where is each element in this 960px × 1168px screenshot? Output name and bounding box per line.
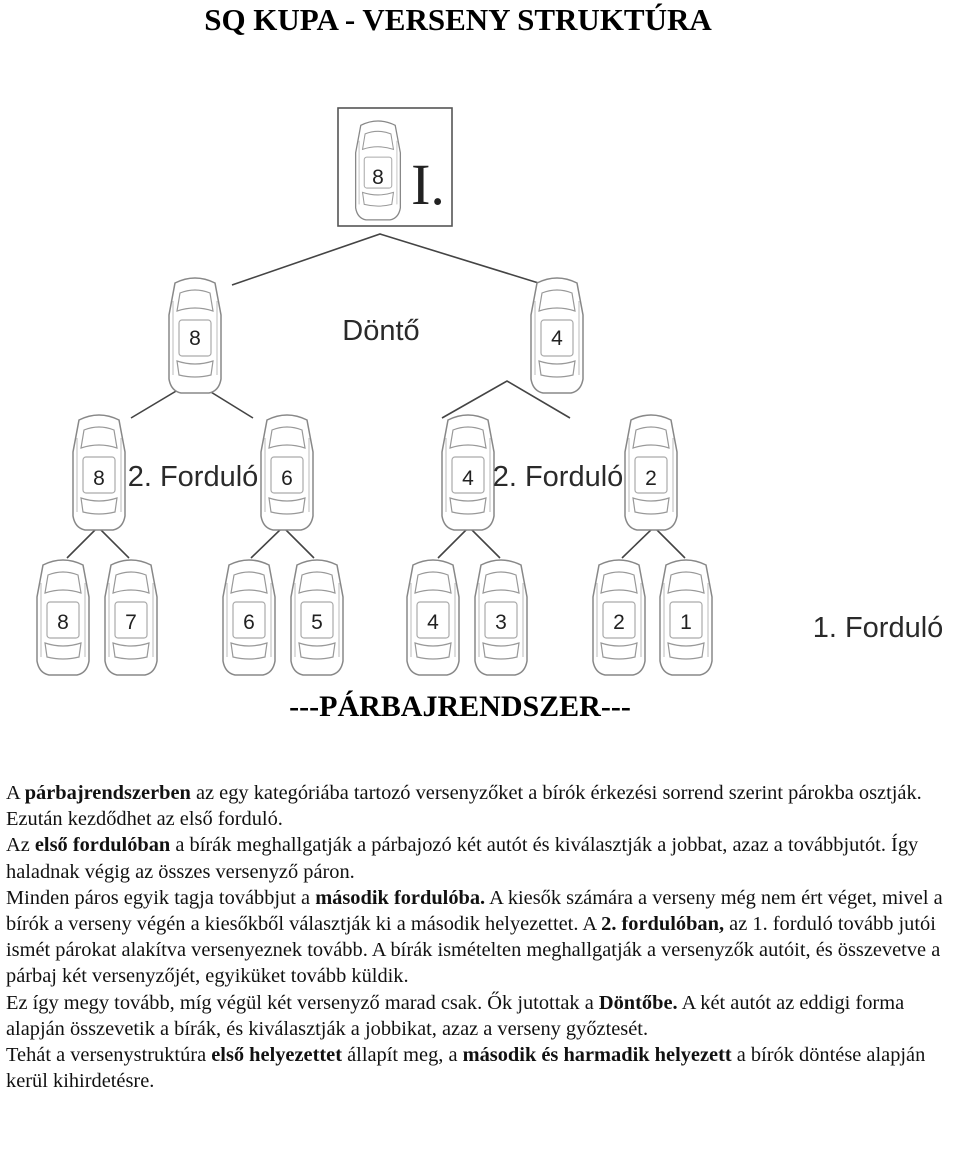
car-number: 6 [243, 611, 255, 634]
bracket-lines [67, 234, 685, 558]
car-number: 4 [427, 611, 439, 634]
paragraph: A párbajrendszerben az egy kategóriába t… [6, 780, 954, 832]
car-number: 2 [613, 611, 625, 634]
final-label: Döntő [342, 315, 419, 347]
paragraph: Tehát a versenystruktúra első helyezette… [6, 1042, 954, 1094]
car-number: 8 [93, 467, 105, 490]
round2-right-pair: 4 2 2. Forduló [442, 415, 677, 530]
car-number: 3 [495, 611, 507, 634]
paragraph: Ez így megy tovább, míg végül két versen… [6, 990, 954, 1042]
round2-label: 2. Forduló [128, 461, 259, 493]
body-text: A párbajrendszerben az egy kategóriába t… [6, 780, 954, 1094]
round1-cars: 8 7 6 5 4 3 2 1 1. Forduló [37, 560, 943, 675]
paragraph: Minden páros egyik tagja továbbjut a más… [6, 885, 954, 990]
car-number: 5 [311, 611, 323, 634]
paragraph: Az első fordulóban a bírák meghallgatják… [6, 832, 954, 884]
car-number: 8 [189, 327, 201, 350]
car-number: 4 [462, 467, 474, 490]
final-pair: 8 4 Döntő [169, 278, 583, 393]
round2-left-pair: 8 6 2. Forduló [73, 415, 313, 530]
champion-place: I. [411, 152, 445, 217]
car-number: 4 [551, 327, 563, 350]
car-number: 8 [57, 611, 69, 634]
car-number: 1 [680, 611, 692, 634]
tournament-bracket-diagram: 8 I. 8 4 Döntő 8 6 2. Forduló 4 2 2. For… [0, 0, 960, 690]
champion-box: 8 I. [338, 108, 452, 226]
car-number: 8 [372, 166, 384, 189]
car-number: 7 [125, 611, 137, 634]
round1-label: 1. Forduló [813, 612, 944, 644]
car-number: 2 [645, 467, 657, 490]
round2-label: 2. Forduló [493, 461, 624, 493]
car-number: 6 [281, 467, 293, 490]
section-title: ---PÁRBAJRENDSZER--- [0, 690, 920, 724]
